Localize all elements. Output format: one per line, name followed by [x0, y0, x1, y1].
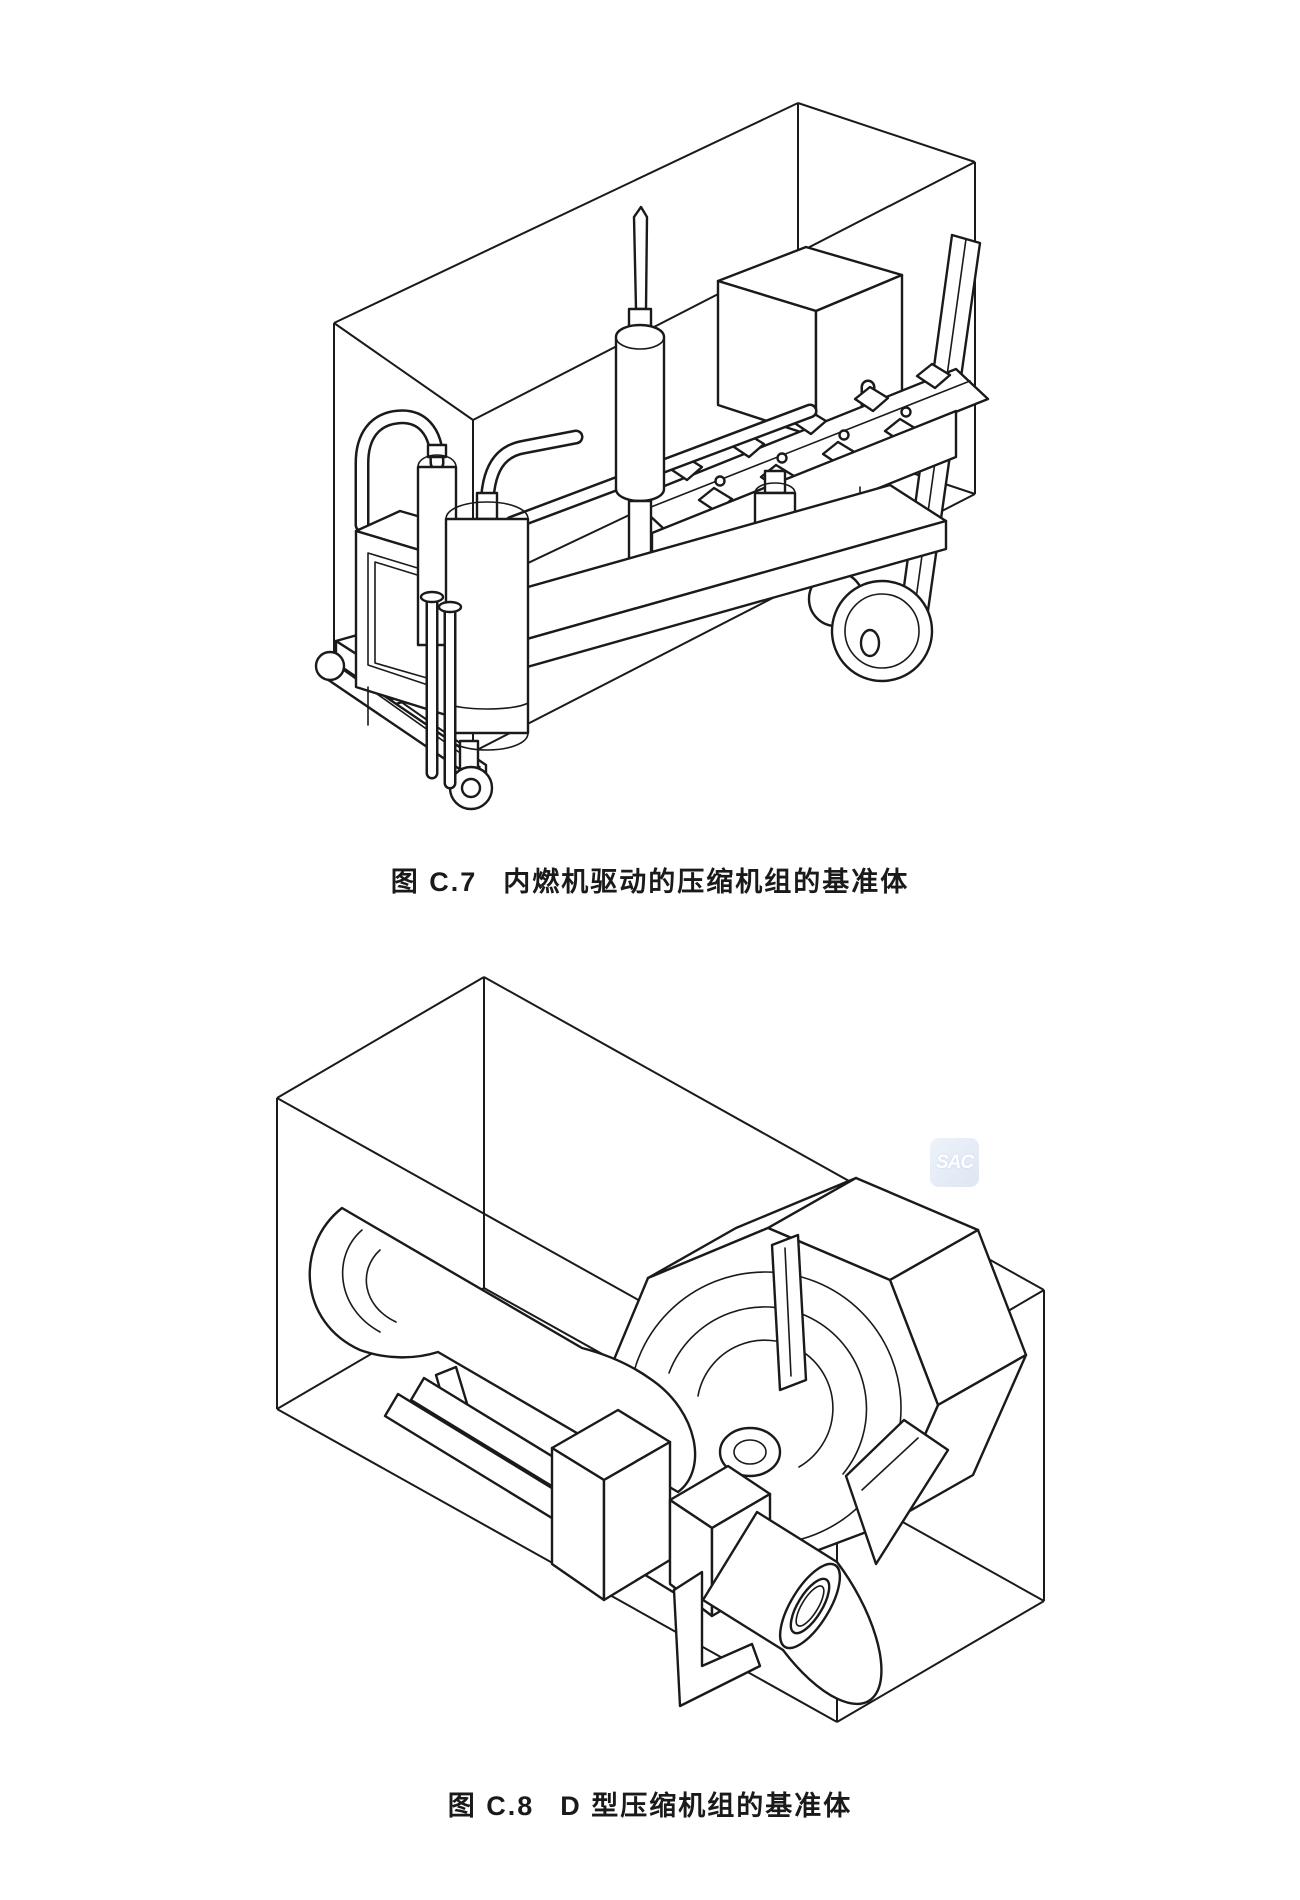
c7-stand-pipes [419, 590, 463, 790]
c8-bearing-blocks [550, 1408, 772, 1618]
c8-discharge-nozzle [701, 1510, 883, 1706]
figure-c7-label: 图 C.7 [390, 867, 478, 897]
figure-c8 [250, 960, 1050, 1760]
figure-c7-drawing [314, 102, 990, 811]
c8-compressor-unit [308, 1176, 1028, 1708]
c8-wedge-outlet [844, 1418, 950, 1566]
c7-flywheel [807, 570, 934, 683]
c7-compressor-unit [314, 205, 990, 811]
c8-angle-bracket [672, 1570, 762, 1708]
figure-c7-caption: 图 C.7 内燃机驱动的压缩机组的基准体 [0, 860, 1300, 899]
figure-c8-title: D 型压缩机组的基准体 [560, 1791, 853, 1821]
figure-c8-label: 图 C.8 [447, 1791, 535, 1821]
figure-c7 [250, 85, 990, 815]
figure-c7-title: 内燃机驱动的压缩机组的基准体 [503, 867, 910, 897]
figure-c8-drawing [276, 976, 1045, 1723]
sac-watermark-logo: SAC [930, 1138, 979, 1187]
c8-upright-plate [770, 1233, 808, 1392]
figure-c8-caption: 图 C.8 D 型压缩机组的基准体 [0, 1784, 1300, 1823]
